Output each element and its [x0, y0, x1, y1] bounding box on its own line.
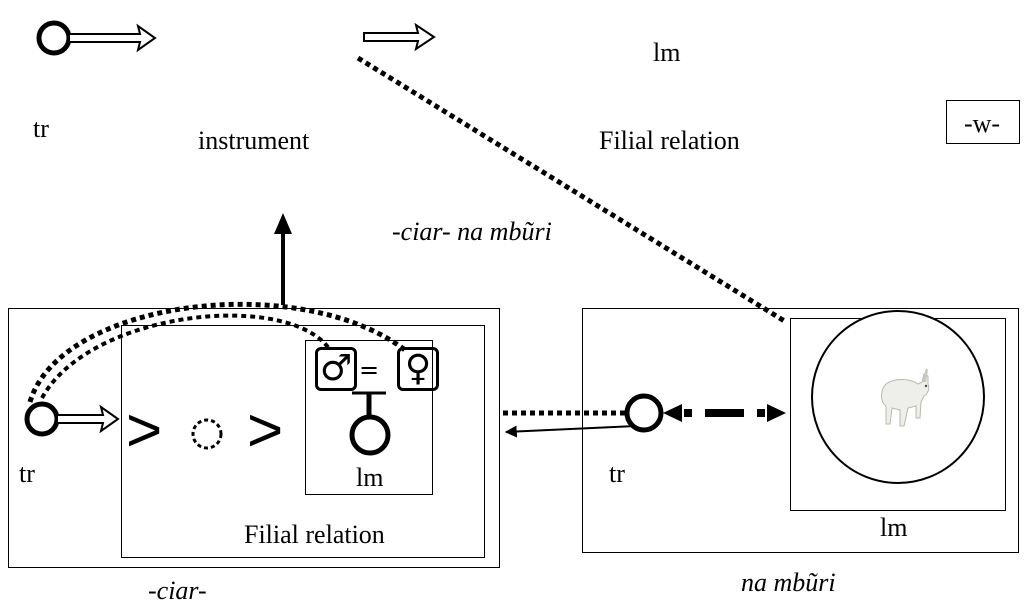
top-filial-relation-label: Filial relation: [599, 126, 740, 155]
instrument-label: instrument: [198, 126, 310, 155]
top-lm-label: lm: [653, 38, 681, 67]
left-tr-circle: [24, 401, 60, 437]
double-arrow-right-head: [767, 404, 786, 422]
left-caption: -ciar-: [148, 576, 207, 605]
left-tr-label: tr: [19, 459, 35, 488]
kinship-lm-circle: [349, 414, 391, 456]
dotted-placeholder-circle: [191, 418, 223, 450]
equals-symbol: =: [359, 356, 380, 384]
right-tr-circle: [624, 393, 664, 433]
right-outer-box: [582, 308, 1019, 553]
top-hollow-arrow-2: [363, 22, 436, 52]
right-tr-label: tr: [609, 459, 625, 488]
right-caption: na mbũri: [741, 568, 836, 597]
female-symbol-icon: ♀: [397, 347, 439, 391]
goat-icon: [881, 368, 930, 427]
top-tr-label: tr: [33, 114, 49, 143]
left-hollow-arrow: [56, 404, 120, 434]
thin-arrow-to-left-panel: [504, 425, 637, 438]
top-hollow-arrow-1: [68, 23, 157, 53]
left-filial-relation-label: Filial relation: [244, 520, 385, 549]
up-arrow-head: [274, 213, 292, 234]
w-box: [946, 100, 1020, 144]
top-tr-circle: [36, 20, 72, 56]
double-arrow-left-head: [663, 404, 682, 422]
dotted-arc-inner: [40, 313, 332, 399]
composite-caption: -ciar- na mbũri: [392, 217, 552, 246]
w-box-label: -w-: [964, 109, 1001, 138]
left-inner-box: [121, 325, 485, 558]
dotted-diagonal-line: [356, 55, 788, 325]
kinship-lm-label: lm: [356, 463, 384, 492]
left-outer-box: [8, 308, 500, 568]
left-greater-than-2: >: [247, 396, 284, 465]
right-lm-label: lm: [880, 513, 908, 542]
male-symbol-icon: ♂: [315, 347, 357, 391]
kinship-box: [305, 340, 433, 495]
dotted-arc-outer: [27, 301, 407, 403]
left-greater-than-1: >: [126, 396, 163, 465]
